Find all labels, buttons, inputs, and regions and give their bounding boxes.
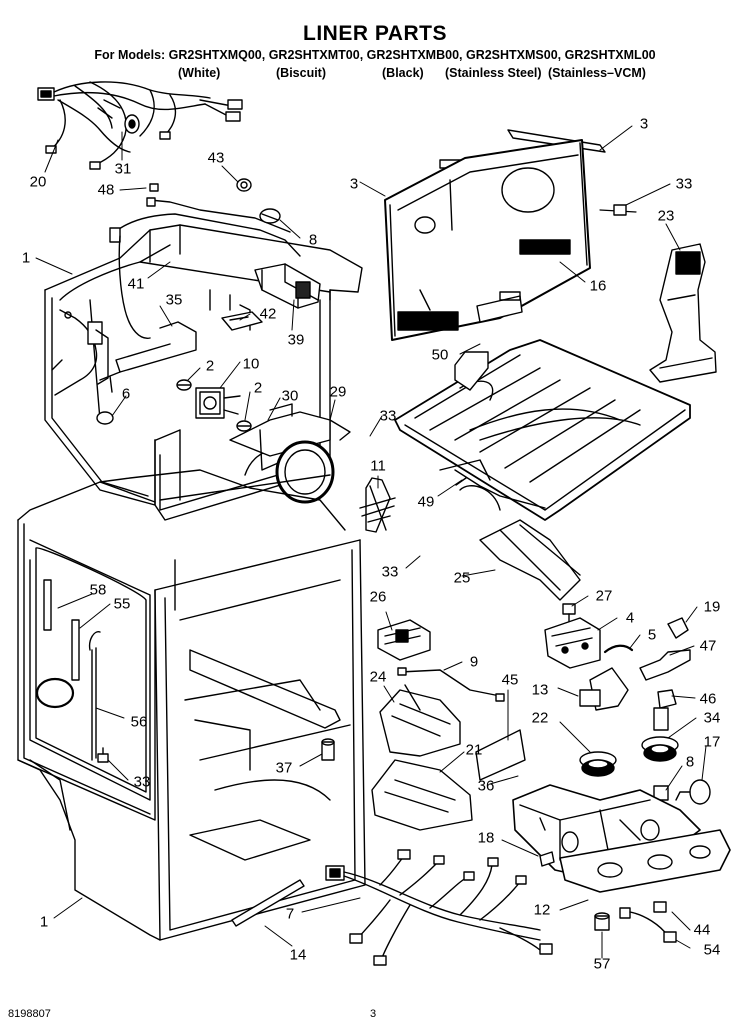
wire-harness-bottom [325,849,553,966]
callout-20: 20 [29,173,47,191]
callout-24: 24 [369,668,387,686]
callout-3-right: 3 [639,115,649,133]
document-number: 8198807 [8,1008,51,1020]
page-number: 3 [370,1008,377,1020]
callout-22: 22 [531,709,549,727]
callout-8-top: 8 [308,231,318,249]
callout-17: 17 [703,733,721,751]
main-liner [17,469,366,941]
callout-21: 21 [465,741,483,759]
callout-7: 7 [285,905,295,923]
callout-25: 25 [453,569,471,587]
lower-right-components [371,603,731,943]
callout-27: 27 [595,587,613,605]
callout-54: 54 [703,941,721,959]
wire-harness-top [37,81,243,170]
control-components [176,379,396,533]
callout-46: 46 [699,690,717,708]
callout-29: 29 [329,383,347,401]
callout-33-top: 33 [675,175,693,193]
callout-47: 47 [699,637,717,655]
callout-8-bottom: 8 [685,753,695,771]
rear-panel [384,129,717,383]
crisper-shelf [394,339,691,601]
callout-58: 58 [89,581,107,599]
variant-black: (Black) [382,66,424,80]
page-title: LINER PARTS [303,22,447,45]
callout-19: 19 [703,598,721,616]
callout-44: 44 [693,921,711,939]
variant-white: (White) [178,66,221,80]
upper-liner-components [99,178,321,393]
callout-50: 50 [431,346,449,364]
callout-16: 16 [589,277,607,295]
callout-1-top: 1 [21,249,31,267]
callout-1-bottom: 1 [39,913,49,931]
callout-42: 42 [259,305,277,323]
callout-36: 36 [477,777,495,795]
callout-11: 11 [370,457,386,475]
variant-stainless-vcm: (Stainless–VCM) [548,66,646,80]
callout-30: 30 [281,387,299,405]
callout-2-lower: 2 [253,379,263,397]
callout-57: 57 [593,955,611,973]
callout-41: 41 [127,275,145,293]
variant-stainless-steel: (Stainless Steel) [445,66,542,80]
callout-4: 4 [625,609,635,627]
leader-lines [35,125,707,959]
callout-6: 6 [121,385,131,403]
callout-48: 48 [97,181,115,199]
callout-2-upper: 2 [205,357,215,375]
callout-39: 39 [287,331,305,349]
callout-23: 23 [657,207,675,225]
callout-12: 12 [533,901,551,919]
callout-26: 26 [369,588,387,606]
models-line: For Models: GR2SHTXMQ00, GR2SHTXMT00, GR… [94,48,656,62]
callout-14: 14 [289,946,307,964]
callout-43: 43 [207,149,225,167]
callout-18: 18 [477,829,495,847]
callout-49: 49 [417,493,435,511]
callout-56: 56 [130,713,148,731]
callout-34: 34 [703,709,721,727]
callout-31: 31 [114,160,132,178]
callout-37: 37 [275,759,293,777]
callout-10: 10 [242,355,260,373]
callout-55: 55 [113,595,131,613]
callout-33-mid: 33 [379,407,397,425]
callout-5: 5 [647,626,657,644]
callout-33-bottom: 33 [133,773,151,791]
variant-biscuit: (Biscuit) [276,66,326,80]
model-variants: (White) (Biscuit) (Black) (Stainless Ste… [0,66,750,82]
callout-45: 45 [501,671,519,689]
callout-33-lower: 33 [381,563,399,581]
callout-35: 35 [165,291,183,309]
callout-13: 13 [531,681,549,699]
callout-3-left: 3 [349,175,359,193]
callout-9: 9 [469,653,479,671]
